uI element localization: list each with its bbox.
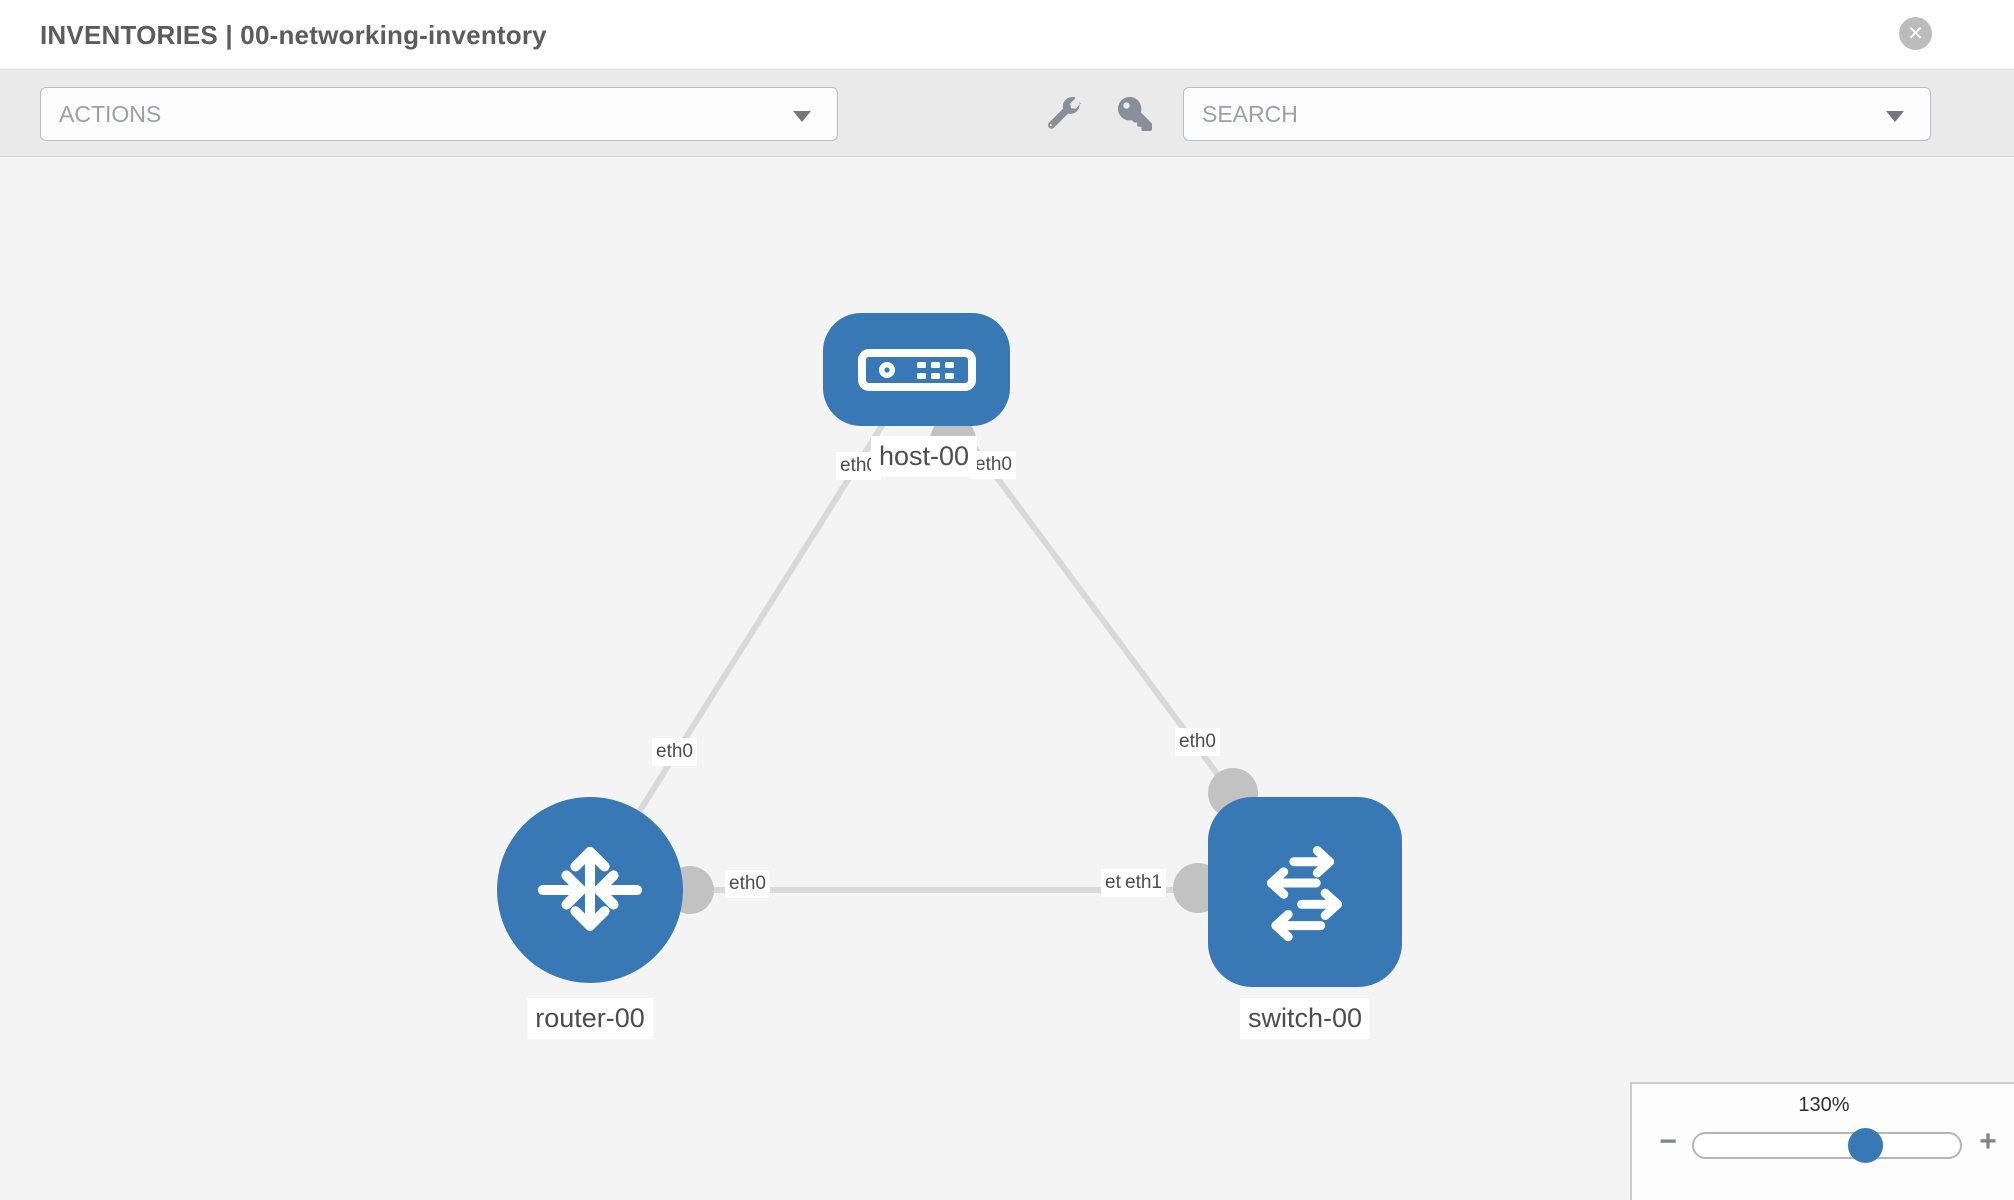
close-icon: ✕ [1907,22,1924,45]
zoom-in-button[interactable]: + [1979,1125,1997,1158]
toolbar: ACTIONS SEARCH [0,71,2014,157]
zoom-slider-handle[interactable] [1848,1128,1883,1163]
node-label-router-00: router-00 [527,998,653,1040]
chevron-down-icon [793,111,811,122]
zoom-out-button[interactable]: − [1659,1125,1677,1158]
port-label: eth0 [1175,728,1220,756]
zoom-slider-track[interactable] [1692,1132,1962,1159]
topology-canvas[interactable]: eth0 eth0 eth0 eth0 eth0 eth0 eth1 host-… [0,158,2014,1200]
router-icon [537,846,643,931]
node-label-host-00: host-00 [871,436,978,478]
zoom-level-value: 130% [1798,1094,1850,1116]
switch-icon [1266,846,1342,942]
node-router-00[interactable] [497,797,683,983]
port-label: eth1 [1121,869,1166,897]
header-bar: INVENTORIES | 00-networking-inventory ✕ [0,0,2014,70]
port-label: eth0 [652,738,697,766]
search-placeholder: SEARCH [1202,101,1298,127]
page-title: INVENTORIES | 00-networking-inventory [40,20,547,50]
port-label: eth0 [971,451,1016,479]
host-icon [857,348,976,391]
search-dropdown[interactable]: SEARCH [1183,87,1931,141]
tools-button[interactable] [1047,97,1088,133]
port-label: eth0 [725,870,770,898]
edges-layer [587,368,1308,914]
node-host-00[interactable] [823,313,1010,426]
zoom-control-panel: 130% − + [1630,1082,2014,1200]
node-label-switch-00: switch-00 [1239,998,1371,1040]
wrench-icon [1047,97,1082,129]
key-icon [1118,97,1152,131]
close-button[interactable]: ✕ [1899,17,1932,50]
chevron-down-icon [1886,111,1904,122]
credentials-button[interactable] [1118,97,1158,133]
actions-placeholder: ACTIONS [59,101,162,127]
node-switch-00[interactable] [1208,797,1402,987]
actions-dropdown[interactable]: ACTIONS [40,87,838,141]
